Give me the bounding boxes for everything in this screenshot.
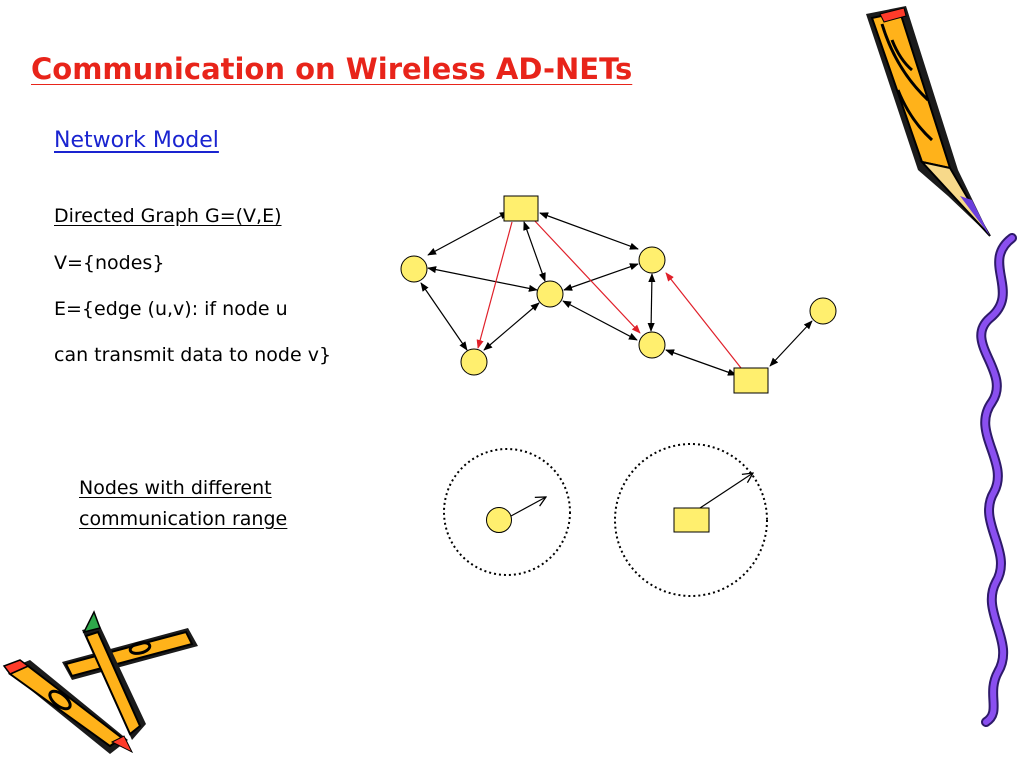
edge-e-s2 xyxy=(665,349,737,376)
edge-c-b xyxy=(563,263,639,291)
circle-node-b xyxy=(536,280,564,308)
small-range-radius xyxy=(510,497,546,517)
circle-node-f xyxy=(809,297,837,325)
square-node-top xyxy=(503,195,539,222)
circle-node-d xyxy=(460,348,488,376)
large-range-radius xyxy=(699,473,753,509)
range-note-line-1: Nodes with different xyxy=(79,477,272,499)
circle-node-c xyxy=(638,246,666,274)
red-edges xyxy=(476,218,742,369)
range-note: Nodes with different communication range xyxy=(79,473,287,535)
pencil-icon xyxy=(866,6,991,237)
edge-b-d xyxy=(483,302,540,351)
crayons-icon xyxy=(2,610,198,754)
edge-s1-b xyxy=(523,221,546,282)
black-edges xyxy=(420,211,813,376)
edge-c-e xyxy=(647,273,656,332)
small-range-circle xyxy=(443,448,571,576)
edge-s2-to-c xyxy=(665,272,742,369)
graph-nodes xyxy=(400,195,837,394)
large-range-circle xyxy=(614,443,768,597)
slide-title: Communication on Wireless AD-NETs xyxy=(31,52,633,86)
edge-s1-to-e xyxy=(532,218,641,334)
slide-subtitle: Network Model xyxy=(54,128,219,153)
edge-b-e xyxy=(562,300,638,341)
edge-s1-c xyxy=(539,212,639,250)
circle-node-a xyxy=(400,255,428,283)
edge-s1-a xyxy=(427,211,509,256)
graph-definition-line: Directed Graph G=(V,E) xyxy=(54,205,282,227)
range-note-line-2: communication range xyxy=(79,508,288,530)
edge-definition-line: E={edge (u,v): if node u xyxy=(54,298,288,320)
range-examples xyxy=(443,443,768,597)
vertex-definition-line: V={nodes} xyxy=(54,252,165,274)
wavy-ribbon-icon xyxy=(976,233,1017,727)
edge-s2-f xyxy=(769,320,813,367)
edge-a-b xyxy=(427,266,538,292)
small-range-node xyxy=(486,507,512,533)
circle-node-e xyxy=(638,331,666,359)
edge-a-d xyxy=(420,282,468,351)
edge-definition-line-2: can transmit data to node v} xyxy=(54,344,332,366)
square-node-bottom xyxy=(733,367,769,394)
large-range-node xyxy=(673,507,710,533)
edge-s1-to-d xyxy=(476,221,513,349)
